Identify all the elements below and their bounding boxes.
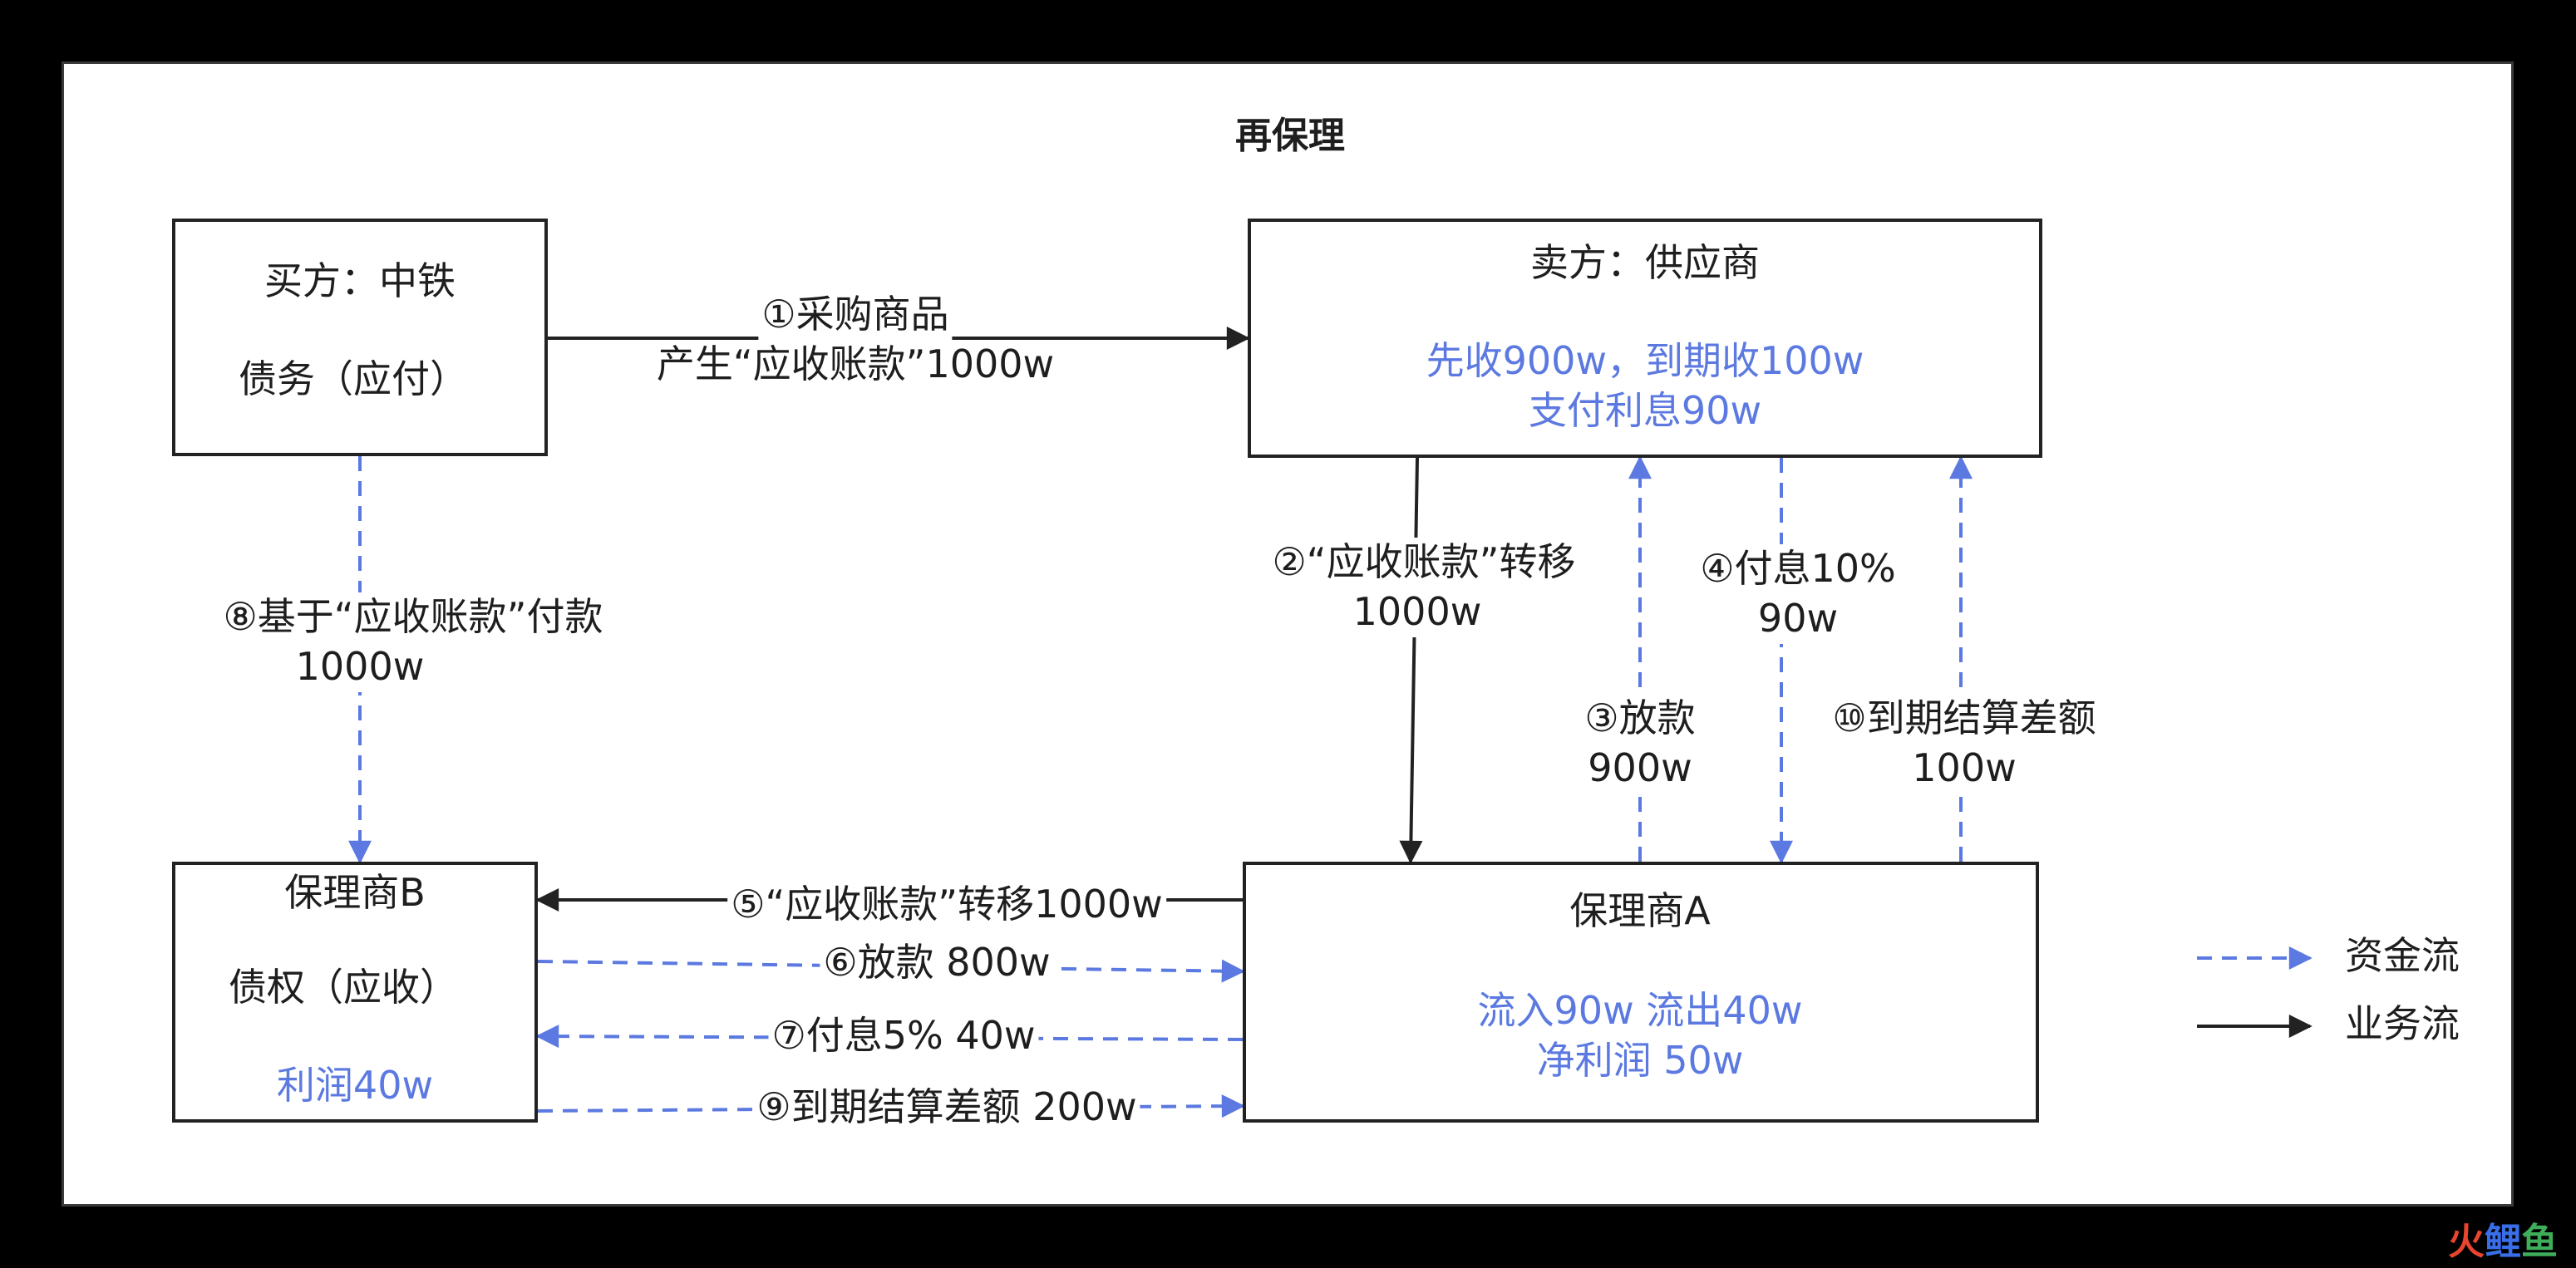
- edge-3-label-line1: ③放款: [1581, 694, 1699, 744]
- edge-1-label-line2: 产生“应收账款”1000w: [653, 340, 1058, 390]
- factor-b-profit: 利润40w: [276, 1063, 434, 1108]
- edge-9-label: ⑨到期结算差额 200w: [753, 1083, 1140, 1133]
- edge-2-connector: [1399, 457, 1423, 864]
- edge-2-label-line2: 1000w: [1349, 587, 1485, 637]
- supplier-interest: 支付利息90w: [1528, 388, 1762, 433]
- edge-1-label-line1: ①采购商品: [758, 290, 953, 340]
- edge-4-label-line1: ④付息10%: [1697, 544, 1899, 594]
- factor-b-role: 债权（应收）: [229, 965, 458, 1010]
- legend-business-flow-label: 业务流: [2345, 1001, 2460, 1046]
- edge-4-label-line2: 90w: [1754, 594, 1842, 644]
- edge-8-label-line1: ⑧基于“应收账款”付款: [219, 592, 607, 642]
- factor-a-node: [1243, 862, 2039, 1123]
- factor-a-flows: 流入90w 流出40w: [1477, 988, 1803, 1033]
- supplier-node: [1248, 219, 2042, 458]
- watermark-part-3: 鱼: [2521, 1221, 2558, 1264]
- watermark-logo: 火鲤鱼: [2448, 1221, 2558, 1265]
- buyer-node: [172, 219, 548, 456]
- supplier-title: 卖方：供应商: [1530, 240, 1760, 285]
- supplier-receipts: 先收900w，到期收100w: [1426, 338, 1864, 383]
- edge-8-label-line2: 1000w: [292, 642, 428, 692]
- factor-a-title: 保理商A: [1569, 888, 1711, 933]
- edge-10-label-line1: ⑩到期结算差额: [1829, 694, 2100, 744]
- edge-6-label: ⑥放款 800w: [820, 938, 1054, 988]
- edge-7-label: ⑦付息5% 40w: [768, 1011, 1039, 1061]
- edge-5-label: ⑤“应收账款”转移1000w: [727, 880, 1166, 930]
- edge-2-label-line1: ②“应收账款”转移: [1268, 538, 1579, 587]
- legend-capital-flow-label: 资金流: [2345, 933, 2460, 978]
- watermark-part-1: 火: [2448, 1221, 2485, 1264]
- factor-b-title: 保理商B: [284, 870, 426, 915]
- edge-10-label-line2: 100w: [1909, 744, 2020, 794]
- buyer-role: 债务（应付）: [239, 356, 468, 401]
- factor-b-node: [172, 862, 538, 1123]
- watermark-part-2: 鲤: [2485, 1221, 2521, 1264]
- diagram-title: 再保理: [1235, 115, 1345, 157]
- factor-a-net-profit: 净利润 50w: [1536, 1038, 1744, 1083]
- diagram-canvas: 再保理 买方：中铁 债务（应付） 卖方：供应商 先收900w，到期收100w 支…: [62, 61, 2514, 1207]
- buyer-title: 买方：中铁: [264, 258, 456, 303]
- edge-3-label-line2: 900w: [1584, 744, 1696, 794]
